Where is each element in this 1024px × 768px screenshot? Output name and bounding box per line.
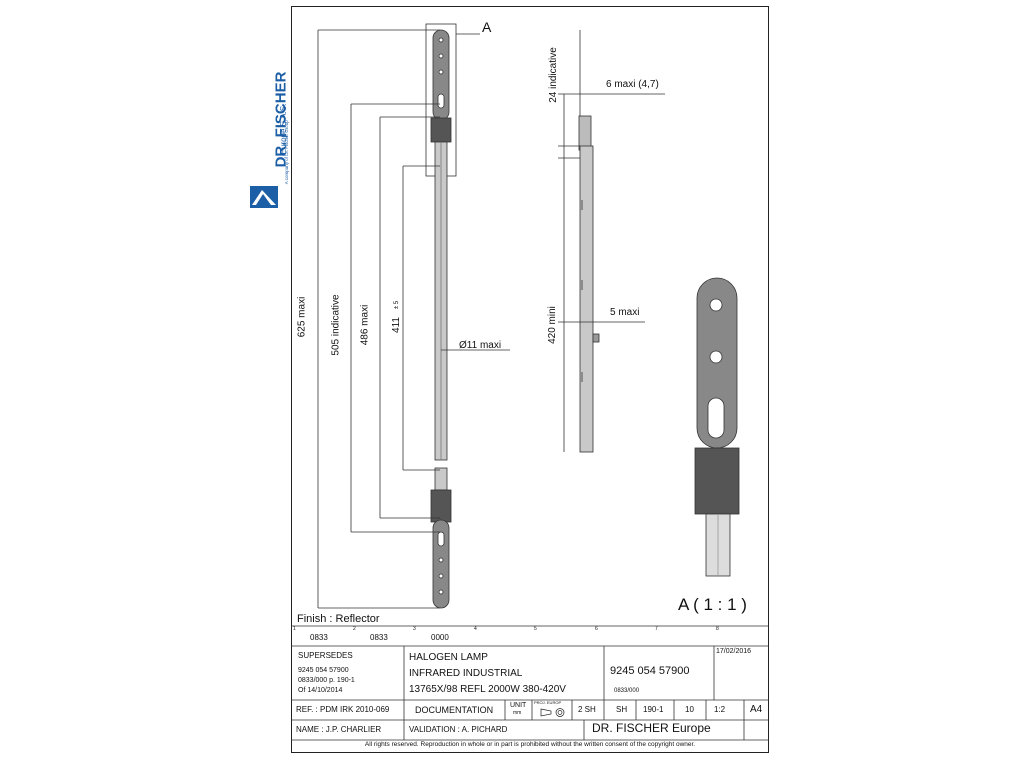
description-line-2: INFRARED INDUSTRIAL [409,668,523,679]
unit-label: UNIT [510,702,527,709]
dim-width-max: 6 maxi (4,7) [606,79,659,90]
supersedes-label: SUPERSEDES [298,651,353,660]
rev-3: 0000 [431,633,449,642]
unit-value: mm [513,710,522,716]
format: A4 [750,704,763,715]
detail-label: A [482,19,492,35]
zone-8: 8 [716,626,719,632]
supersedes-line-1: 9245 054 57900 [298,667,349,674]
dim-411: 411 [390,317,402,333]
sh-label: SH [616,705,628,714]
zone-7: 7 [655,626,658,632]
company-footer: DR. FISCHER Europe [592,721,711,735]
zone-6: 6 [595,626,598,632]
zone-2: 2 [353,626,356,632]
dim-486: 486 maxi [359,304,371,346]
rev-2: 0833 [370,633,388,642]
projection-symbol-icon [540,707,568,717]
ref: REF. : PDM IRK 2010-069 [296,705,390,714]
part-sub: 0833/000 [614,688,640,694]
description-line-3: 13765X/98 REFL 2000W 380-420V [409,684,566,695]
detail-scale: A ( 1 : 1 ) [678,595,747,614]
zone-4: 4 [474,626,477,632]
name: NAME : J.P. CHARLIER [296,725,382,734]
dim-overall: 625 maxi [296,296,308,338]
scale: 1:2 [714,705,726,714]
dim-indicative: 505 indicative [330,294,342,356]
zone-3: 3 [413,626,416,632]
sh-count: 10 [685,705,694,714]
sh-value: 190-1 [643,705,664,714]
rev-1: 0833 [310,633,328,642]
zone-5: 5 [534,626,537,632]
description-line-1: HALOGEN LAMP [409,652,488,663]
supersedes-line-3: Of 14/10/2014 [298,687,343,694]
documentation: DOCUMENTATION [415,705,494,715]
rights-notice: All rights reserved. Reproduction in who… [364,741,696,748]
zone-1: 1 [293,626,296,632]
date: 17/02/2016 [716,648,752,655]
dim-diameter: Ø11 maxi [459,340,502,351]
supersedes-line-2: 0833/000 p. 190-1 [298,677,355,684]
part-number: 9245 054 57900 [610,665,690,677]
drawing-sheet [243,0,781,768]
sheets: 2 SH [578,705,596,714]
dim-min-len: 420 mini [546,306,558,344]
dim-top-indicative: 24 indicative [547,47,559,103]
proj-label: PROJ. EUROP [534,700,562,705]
finish-note: Finish : Reflector [297,613,380,625]
drawing-frame [291,6,769,753]
dim-tip-max: 5 maxi [610,307,640,318]
validation: VALIDATION : A. PICHARD [409,725,508,734]
dim-411-tol: ± 5 [394,300,401,310]
